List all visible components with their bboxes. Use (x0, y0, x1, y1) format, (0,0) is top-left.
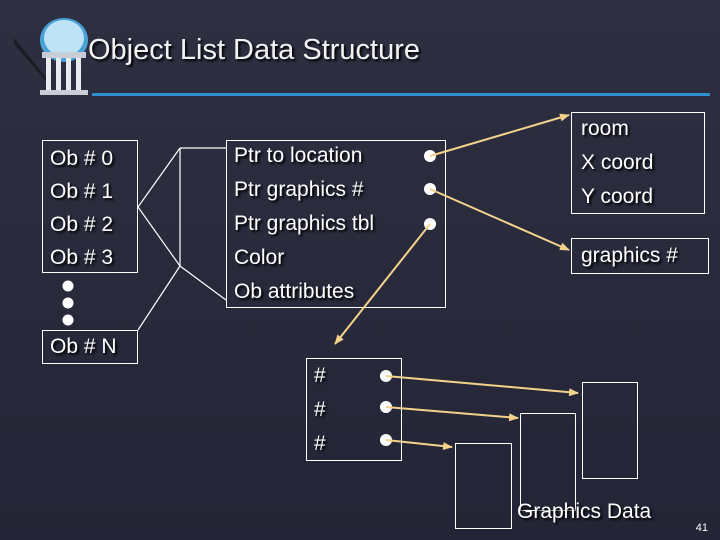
bracket-lines (137, 147, 227, 331)
object-list-item: Ob # 2 (50, 213, 114, 236)
location-field: room (581, 117, 629, 140)
slide-title: Object List Data Structure (88, 34, 421, 66)
object-record-field: Ptr graphics # (234, 178, 364, 201)
object-record-field: Ptr graphics tbl (234, 212, 375, 235)
location-field: X coord (581, 151, 654, 174)
location-record-box (571, 112, 705, 214)
graphics-data-frame (582, 382, 638, 479)
object-record-field: Ob attributes (234, 280, 355, 303)
object-list-item: Ob # 0 (50, 147, 114, 170)
object-list-box (42, 140, 138, 273)
graphics-table-entry: # (314, 398, 326, 421)
object-list-item: Ob # 1 (50, 180, 114, 203)
pointer-dots (380, 150, 436, 446)
object-list-last-box (42, 330, 138, 364)
page-number: 41 (695, 522, 708, 534)
location-field: Y coord (581, 185, 653, 208)
graphics-table-entry: # (314, 432, 326, 455)
graphics-number-label: graphics # (581, 244, 678, 267)
object-list-item: Ob # 3 (50, 246, 114, 269)
pavilion-logo (14, 18, 88, 95)
graphics-data-label: Graphics Data (517, 500, 652, 523)
graphics-data-frame (455, 443, 512, 529)
pointer-arrows (334, 113, 579, 451)
object-record-field: Ptr to location (234, 144, 363, 167)
graphics-data-frame (520, 413, 576, 511)
graphics-number-box (571, 238, 709, 274)
graphics-table-entry: # (314, 364, 326, 387)
object-record-box (226, 140, 446, 308)
object-record-field: Color (234, 246, 285, 269)
object-list-last-item: Ob # N (50, 335, 117, 358)
title-underline (92, 93, 710, 96)
graphics-table-box (306, 358, 402, 461)
